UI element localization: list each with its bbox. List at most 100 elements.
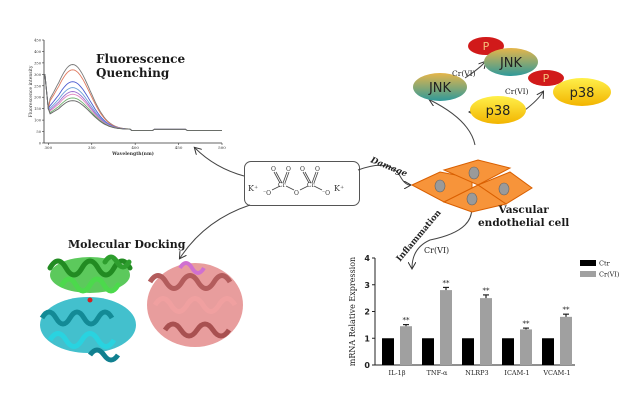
y-tick-label: 200 (34, 96, 42, 100)
inflammation-cr-vi-label: Cr(VI) (424, 246, 449, 255)
spectrum-curve-c8 (44, 74, 222, 132)
significance-label: ** (523, 320, 531, 328)
o-minus-left: ⁻O (263, 190, 271, 197)
arrow-p38-phospho (524, 92, 543, 111)
arrow-to-pathway (430, 100, 476, 146)
x-tick-label: 350 (88, 145, 96, 150)
y-tick-label: 0 (39, 142, 42, 146)
cell-label-line1: Vascular (498, 204, 549, 216)
x-tick-label: TNF-α (427, 369, 448, 377)
y-tick-label: 300 (34, 73, 42, 77)
x-tick-label: ICAM-1 (504, 369, 529, 377)
protein-ribbon-cyan (39, 297, 136, 363)
protein-ribbon-green (47, 254, 133, 294)
k-cation-right: K⁺ (334, 184, 344, 193)
molecular-docking-title: Molecular Docking (68, 238, 186, 251)
bar-ctr (502, 338, 514, 365)
cr-vi-label-p38: Cr(VI) (505, 87, 529, 96)
bar-crvi (480, 298, 492, 365)
cr-atom-1: Cr (278, 182, 286, 189)
x-axis-label: Wavelength(nm) (111, 150, 154, 157)
fluorescence-title-line1: Fluorescence (96, 52, 186, 66)
x-tick-label: 500 (218, 145, 226, 150)
k-cation-left: K⁺ (248, 184, 258, 193)
y-axis-label: Fluorescence intensity (28, 65, 34, 117)
y-tick-label: 50 (36, 130, 41, 134)
legend-label: Cr(VI) (599, 271, 620, 279)
bar-crvi (560, 316, 572, 365)
inflammation-arrow (412, 199, 472, 268)
bar-crvi (440, 290, 452, 365)
significance-label: ** (403, 317, 411, 325)
arrow-to-docking (180, 204, 251, 258)
protein-ribbon-salmon (147, 261, 243, 347)
x-tick-label: IL-1β (389, 369, 406, 377)
bar-ctr (462, 338, 474, 365)
fluorescence-title-line2: Quenching (96, 66, 170, 80)
arrow-jnk-phospho (464, 62, 485, 79)
jnk-label: JNK (428, 81, 452, 96)
x-tick-label: 450 (175, 145, 183, 150)
fluorescence-quenching-title: Fluorescence Quenching (96, 52, 185, 80)
nucleus (498, 182, 510, 196)
nucleus (466, 192, 478, 206)
arrow-to-fluorescence (195, 148, 245, 177)
ligand-dot (87, 297, 93, 303)
oxygen-2: O (286, 166, 291, 173)
p38-label: p38 (486, 104, 511, 119)
x-tick-label: 300 (45, 145, 53, 150)
significance-label: ** (483, 287, 491, 295)
x-tick-label: 400 (131, 145, 139, 150)
oxygen-3: O (300, 166, 305, 173)
legend-swatch (580, 271, 596, 277)
y-tick-label: 0 (364, 361, 370, 370)
cr-atom-2: Cr (307, 182, 315, 189)
phospho-jnk-node (484, 48, 538, 76)
nucleus (468, 166, 480, 180)
cell-label-line2: endothelial cell (478, 217, 570, 229)
phospho-p38-node (553, 78, 611, 106)
phospho-p38-label: p38 (570, 86, 595, 101)
x-tick-label: NLRP3 (465, 369, 488, 377)
phospho-badge-jnk (468, 37, 504, 55)
nucleus (434, 179, 446, 193)
y-tick-label: 100 (34, 119, 42, 123)
o-minus-right: ⁻O (322, 190, 330, 197)
y-tick-label: 150 (34, 107, 42, 111)
y-tick-label: 3 (364, 281, 370, 290)
jnk-node (413, 73, 467, 101)
y-tick-label: 350 (34, 61, 42, 65)
significance-label: ** (563, 306, 571, 314)
phospho-label-p38: P (543, 72, 550, 85)
cr-vi-label-jnk: Cr(VI) (452, 69, 476, 78)
x-tick-label: VCAM-1 (542, 369, 570, 377)
bar-ctr (422, 338, 434, 365)
significance-label: ** (443, 279, 451, 287)
legend-label: Ctr (599, 260, 611, 268)
phospho-label-jnk: P (483, 40, 490, 53)
y-tick-label: 400 (34, 50, 42, 54)
p38-node (470, 96, 526, 124)
bar-ctr (382, 338, 394, 365)
y-axis-label: mRNA Relative Expression (348, 257, 357, 366)
oxygen-1: O (271, 166, 276, 173)
phospho-jnk-label: JNK (499, 56, 523, 71)
y-tick-label: 250 (34, 84, 42, 88)
vascular-endothelial-cell-label: Vascular endothelial cell (478, 204, 569, 230)
y-tick-label: 450 (34, 39, 42, 43)
phospho-badge-p38 (528, 70, 564, 86)
y-tick-label: 2 (364, 308, 370, 317)
potassium-dichromate-structure (244, 161, 360, 206)
bridging-oxygen: O (294, 190, 299, 197)
oxygen-4: O (315, 166, 320, 173)
bar-crvi (520, 329, 532, 365)
y-tick-label: 4 (364, 254, 370, 263)
y-tick-label: 1 (364, 334, 370, 343)
